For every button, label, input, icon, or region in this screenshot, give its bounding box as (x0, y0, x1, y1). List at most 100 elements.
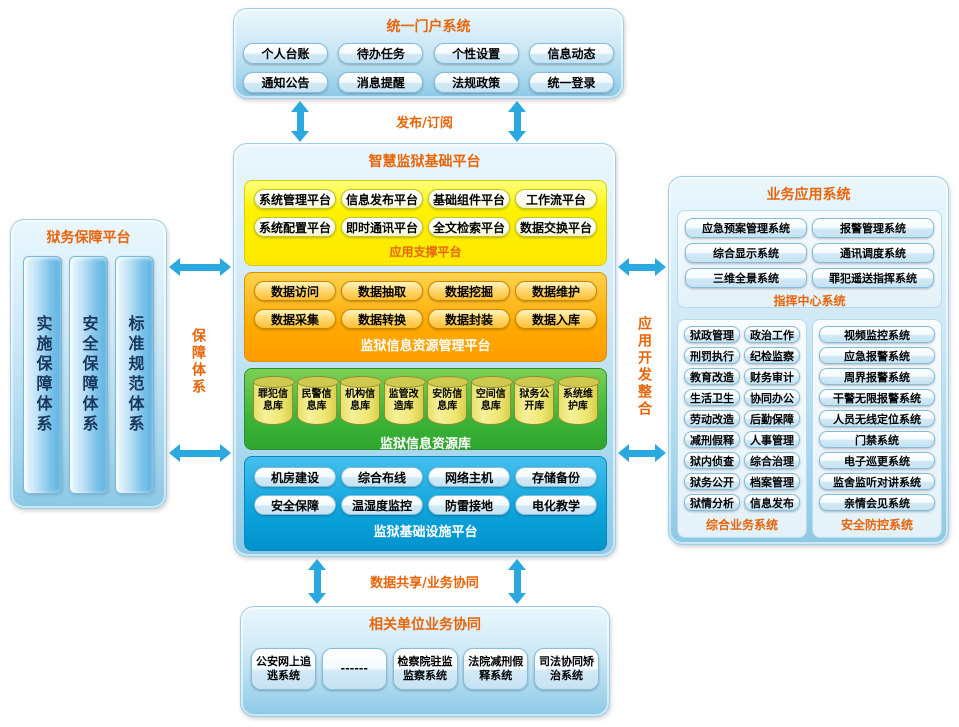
resource-lib-item: 狱务公开库 (519, 389, 550, 412)
support-column-label: 安全保障体系 (79, 315, 99, 435)
general-business-item: 纪检监察 (744, 347, 800, 364)
resource-lib-item: 系统维护库 (562, 389, 593, 412)
portal-item: 法规政策 (433, 72, 519, 93)
resource-mgmt-item: 数据抽取 (341, 281, 423, 301)
resource-mgmt-item: 数据挖掘 (428, 281, 510, 301)
support-platform-title: 狱务保障平台 (46, 230, 131, 246)
resource-mgmt-item: 数据入库 (515, 309, 597, 329)
resource-lib-item: 空间信息库 (475, 389, 506, 412)
support-platform-box: 狱务保障平台 实施保障体系 安全保障体系 标准规范体系 (10, 219, 167, 509)
security-control-item: 干警无限报警系统 (819, 389, 935, 406)
guarantee-label: 保障体系 (190, 328, 206, 396)
app-support-item: 工作流平台 (515, 189, 597, 209)
resource-lib-item: 监管改造库 (388, 389, 419, 412)
app-support-panel: 系统管理平台 信息发布平台 基础组件平台 工作流平台 系统配置平台 即时通讯平台… (244, 180, 607, 266)
general-business-item: 档案管理 (744, 473, 800, 490)
app-integration-label: 应用开发整合 (636, 316, 652, 418)
resource-lib-item: 安防信息库 (432, 389, 463, 412)
general-business-item: 狱内侦查 (684, 452, 740, 469)
command-center-item: 三维全景系统 (685, 268, 807, 288)
resource-lib-panel: 罪犯信息库 民警信息库 机构信息库 监管改造库 安防信息库 空间信息库 狱务公开… (244, 368, 607, 452)
database-cylinder-icon: 系统维护库 (557, 376, 600, 425)
arrow-platform-collab-right (508, 559, 526, 604)
general-business-item: 综合治理 (744, 452, 800, 469)
portal-item: 消息提醒 (338, 72, 424, 93)
general-business-item: 狱务公开 (684, 473, 740, 490)
infrastructure-item: 网络主机 (428, 467, 510, 487)
app-support-item: 系统配置平台 (254, 217, 336, 237)
resource-mgmt-item: 数据维护 (515, 281, 597, 301)
collaboration-item: 法院减刑假释系统 (463, 648, 529, 690)
security-control-item: 监舍监听对讲系统 (819, 473, 935, 490)
command-center-item: 罪犯遥送指挥系统 (812, 268, 934, 288)
arrow-support-platform-bottom (169, 444, 231, 462)
business-systems-title: 业务应用系统 (766, 187, 851, 203)
arrow-portal-platform-left (291, 101, 309, 142)
portal-item: 个性设置 (433, 43, 519, 64)
general-business-item: 教育改造 (684, 368, 740, 385)
infrastructure-item: 防雷接地 (428, 495, 510, 515)
security-control-label: 安全防控系统 (840, 518, 913, 532)
resource-lib-item: 罪犯信息库 (258, 389, 288, 412)
collaboration-item: 公安网上追逃系统 (251, 648, 316, 690)
arrow-platform-business-top (618, 258, 666, 276)
support-column-label: 实施保障体系 (33, 315, 53, 435)
support-column: 标准规范体系 (115, 256, 154, 494)
database-cylinder-icon: 空间信息库 (470, 376, 513, 425)
database-cylinder-icon: 罪犯信息库 (253, 376, 295, 425)
support-column-label: 标准规范体系 (125, 315, 145, 435)
database-cylinder-icon: 机构信息库 (340, 376, 383, 425)
collaboration-item: 司法协同矫治系统 (534, 648, 599, 690)
general-business-item: 财务审计 (744, 368, 800, 385)
collaboration-box: 相关单位业务协同 公安网上追逃系统 ------ 检察院驻监监察系统 法院减刑假… (240, 606, 610, 717)
portal-item: 个人台账 (243, 43, 328, 64)
resource-lib-label: 监狱信息资源库 (379, 437, 471, 452)
security-control-item: 电子巡更系统 (819, 452, 935, 469)
command-center-label: 指挥中心系统 (773, 294, 846, 308)
app-support-label: 应用支撑平台 (389, 245, 462, 259)
resource-lib-item: 民警信息库 (301, 389, 332, 412)
command-center-item: 综合显示系统 (685, 243, 807, 263)
general-business-item: 协同办公 (744, 389, 800, 406)
app-support-item: 即时通讯平台 (341, 217, 423, 237)
portal-item: 信息动态 (528, 43, 614, 64)
command-center-item: 通讯调度系统 (812, 243, 934, 263)
collaboration-item: ------ (321, 648, 387, 690)
infrastructure-item: 综合布线 (341, 467, 423, 487)
database-cylinder-icon: 安防信息库 (427, 376, 470, 425)
app-support-item: 信息发布平台 (341, 189, 423, 209)
portal-item: 通知公告 (243, 72, 328, 93)
arrow-portal-platform-right (508, 101, 526, 142)
general-business-item: 人事管理 (744, 431, 800, 448)
resource-mgmt-item: 数据转换 (341, 309, 423, 329)
security-control-item: 视频监控系统 (819, 326, 935, 343)
data-share-label: 数据共享/业务协同 (370, 576, 479, 591)
database-cylinder-icon: 狱务公开库 (514, 376, 557, 425)
general-business-item: 生活卫生 (684, 389, 740, 406)
security-control-item: 门禁系统 (819, 431, 935, 448)
app-support-item: 系统管理平台 (254, 189, 336, 209)
command-center-item: 报警管理系统 (812, 218, 934, 238)
resource-mgmt-item: 数据采集 (254, 309, 336, 329)
base-platform-box: 智慧监狱基础平台 系统管理平台 信息发布平台 基础组件平台 工作流平台 系统配置… (233, 143, 616, 557)
base-platform-title: 智慧监狱基础平台 (368, 154, 481, 170)
app-support-item: 基础组件平台 (428, 189, 510, 209)
resource-mgmt-label: 监狱信息资源管理平台 (360, 339, 491, 354)
portal-item: 待办任务 (338, 43, 424, 64)
infrastructure-item: 机房建设 (254, 467, 336, 487)
app-support-item: 数据交换平台 (515, 217, 597, 237)
infrastructure-item: 电化教学 (515, 495, 597, 515)
database-cylinder-icon: 民警信息库 (296, 376, 339, 425)
portal-title: 统一门户系统 (386, 19, 471, 35)
app-support-item: 全文检索平台 (428, 217, 510, 237)
infrastructure-label: 监狱基础设施平台 (373, 525, 478, 540)
general-business-item: 劳动改造 (684, 410, 740, 427)
general-business-item: 信息发布 (744, 494, 800, 511)
security-control-item: 人员无线定位系统 (819, 410, 935, 427)
general-business-item: 后勤保障 (744, 410, 800, 427)
resource-mgmt-item: 数据访问 (254, 281, 336, 301)
support-column: 安全保障体系 (69, 256, 108, 494)
resource-lib-item: 机构信息库 (345, 389, 376, 412)
command-center-panel: 应急预案管理系统 报警管理系统 综合显示系统 通讯调度系统 三维全景系统 罪犯遥… (677, 210, 942, 308)
